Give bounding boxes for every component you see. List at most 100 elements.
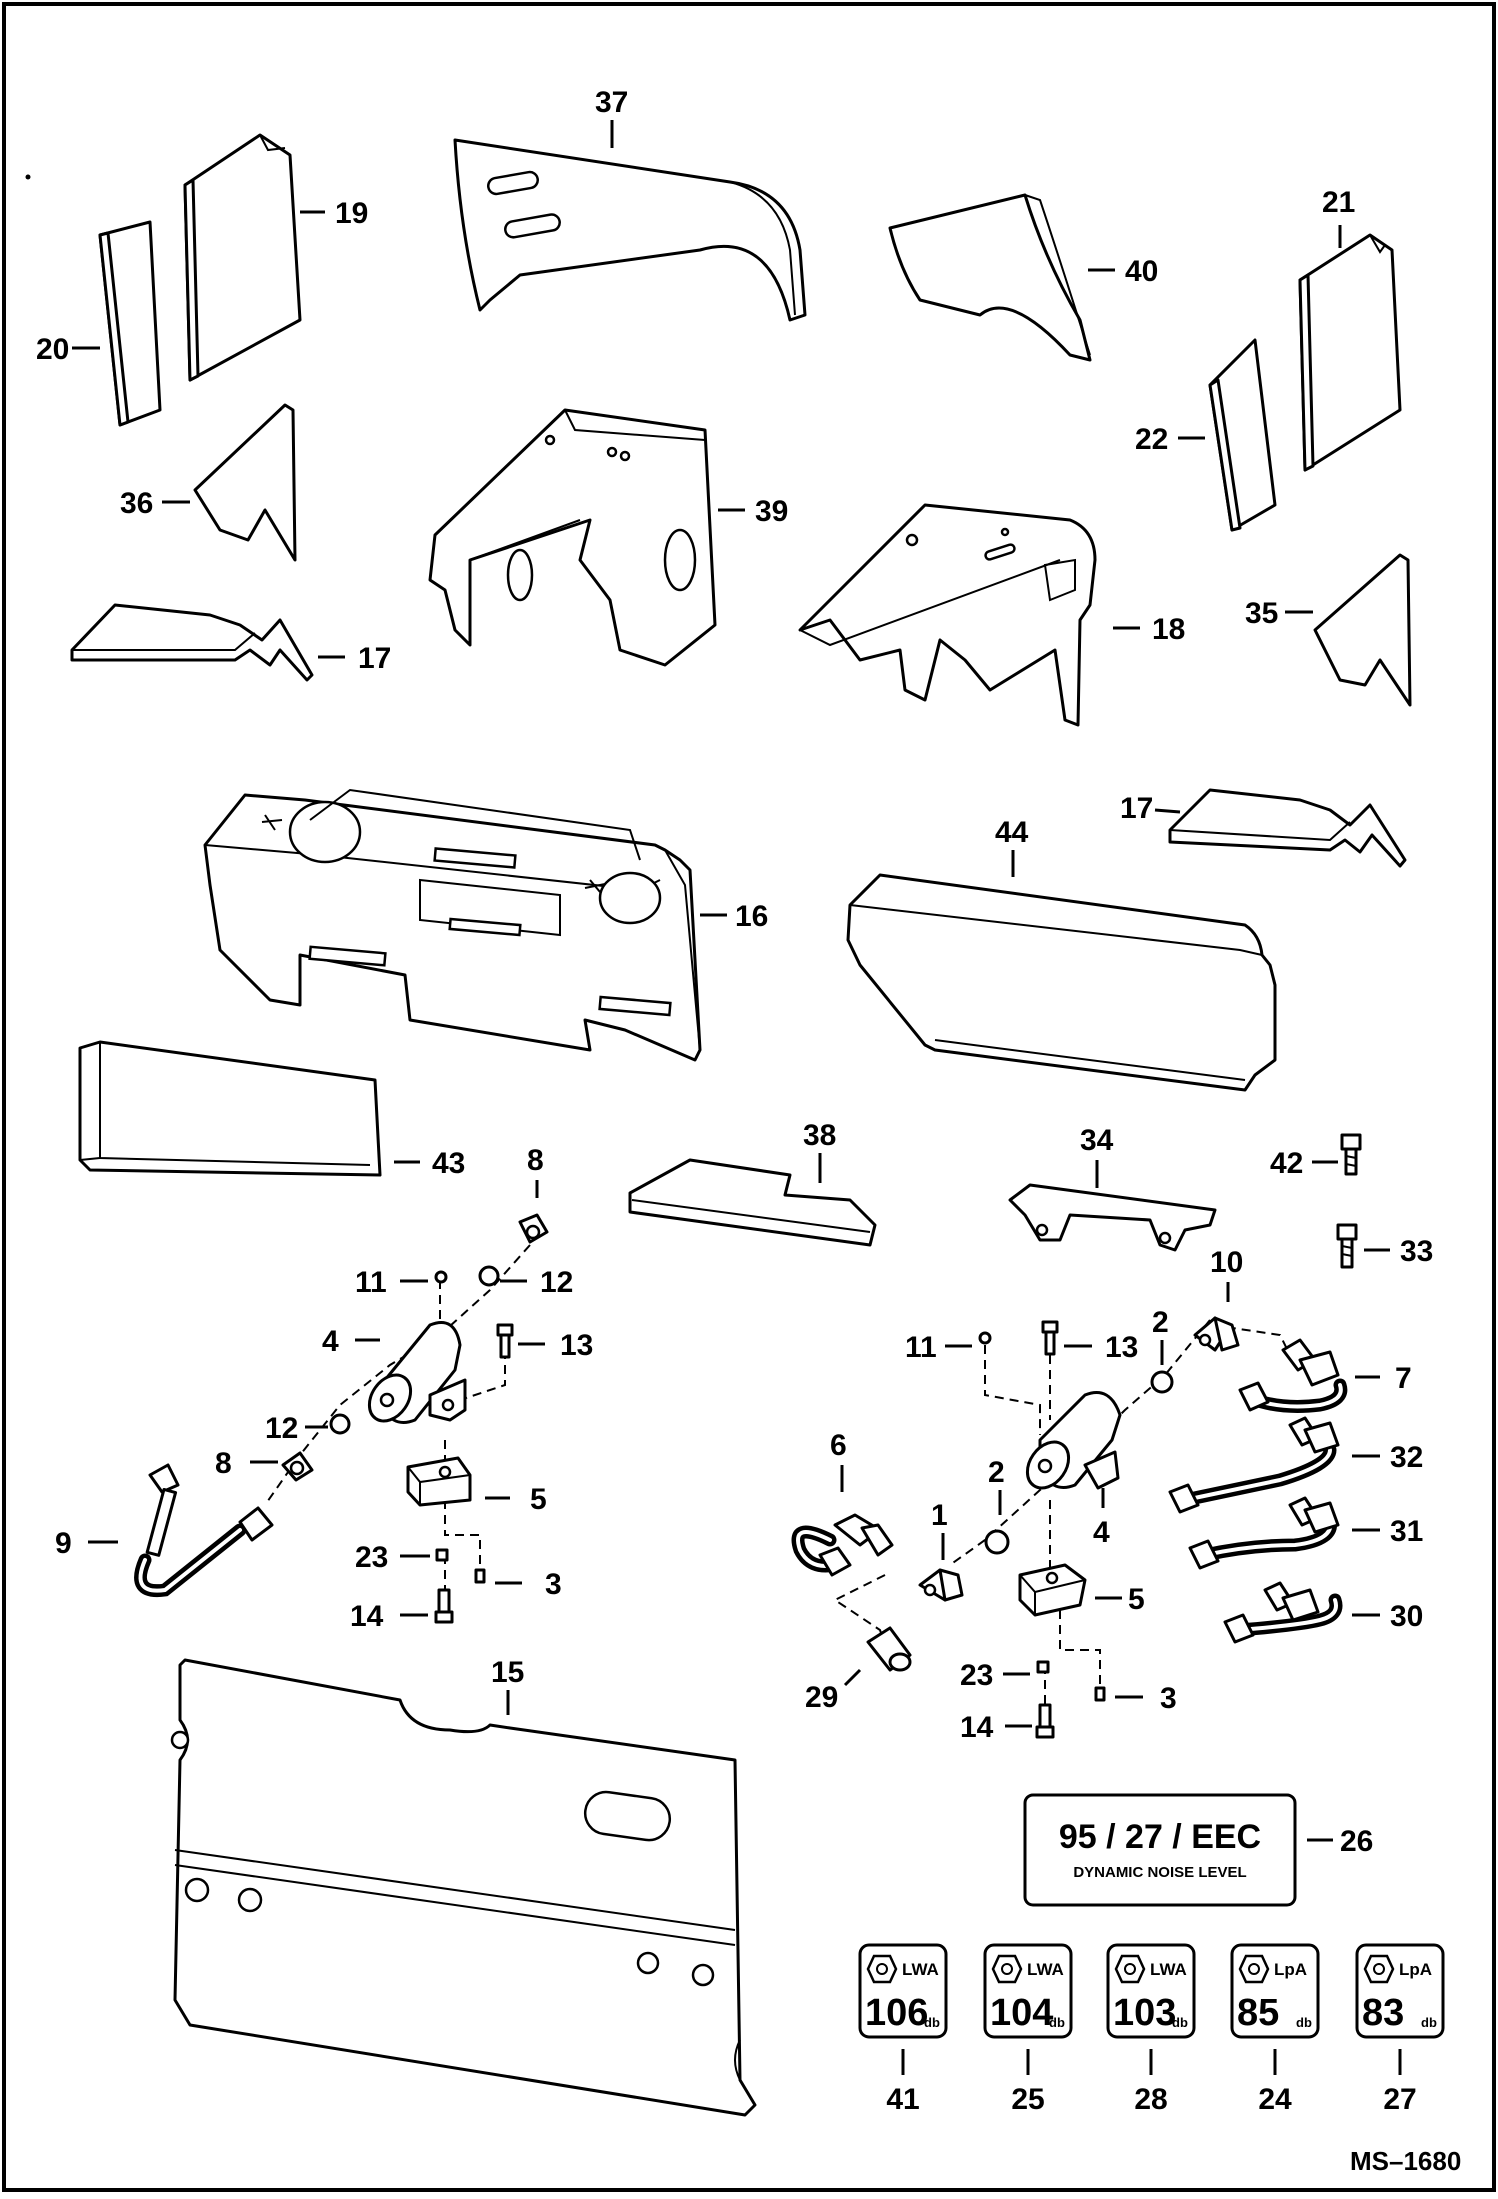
- callout-2-upper: 2: [1152, 1306, 1169, 1339]
- callout-17-left: 17: [358, 642, 391, 675]
- callout-16: 16: [735, 900, 768, 933]
- callout-17-right: 17: [1120, 792, 1153, 825]
- part-7-hose: [1238, 1338, 1348, 1413]
- noise-decal-label: LWA: [902, 1960, 939, 1979]
- callout-2-lower: 2: [988, 1456, 1005, 1489]
- noise-decal-callout: 41: [886, 2083, 919, 2116]
- callout-31: 31: [1390, 1515, 1423, 1548]
- callout-18: 18: [1152, 613, 1185, 646]
- callout-20: 20: [36, 333, 69, 366]
- callout-35: 35: [1245, 597, 1278, 630]
- callout-7: 7: [1395, 1362, 1412, 1395]
- noise-decal-value: 83: [1362, 1992, 1404, 2034]
- part-12-o-ring-lower: [329, 1413, 351, 1435]
- part-2-o-ring-upper: [1150, 1370, 1174, 1394]
- part-14-bolt: [1035, 1703, 1055, 1739]
- part-33-bolt: [1336, 1223, 1358, 1269]
- part-15-rear-panel: [170, 1658, 757, 2117]
- part-16-firewall-panel: [203, 788, 702, 1062]
- callout-23-left: 23: [355, 1541, 388, 1574]
- noise-decal-callout: 24: [1258, 2083, 1292, 2116]
- callout-11-right: 11: [905, 1331, 937, 1364]
- noise-decal-label: LWA: [1027, 1960, 1064, 1979]
- part-34-mounting-bracket: [1008, 1183, 1217, 1252]
- noise-decal-label: LpA: [1274, 1960, 1307, 1979]
- callout-33: 33: [1400, 1235, 1433, 1268]
- right-valve-assembly: [791, 1316, 1348, 1739]
- part-40-fender-foam: [888, 193, 1092, 362]
- callout-13-right: 13: [1105, 1331, 1138, 1364]
- noise-decal-unit: db: [1296, 2015, 1312, 2030]
- callout-26: 26: [1340, 1825, 1373, 1858]
- noise-decal-callout: 28: [1134, 2083, 1167, 2116]
- part-21-foam-panel: [1298, 233, 1402, 472]
- part-20-foam-strip: [98, 220, 162, 427]
- callout-4-left: 4: [322, 1325, 339, 1358]
- part-4-valve-body: [1025, 1391, 1122, 1490]
- callout-38: 38: [803, 1119, 836, 1152]
- part-11-plug: [434, 1270, 448, 1284]
- callout-23-right: 23: [960, 1659, 993, 1692]
- callout-3-left: 3: [545, 1568, 562, 1601]
- part-14-bolt: [434, 1588, 454, 1624]
- part-10-elbow-fitting: [1193, 1316, 1240, 1352]
- part-22-foam-strip: [1208, 338, 1277, 532]
- callout-44: 44: [995, 816, 1029, 849]
- decal-26-line2: DYNAMIC NOISE LEVEL: [1073, 1864, 1246, 1881]
- callout-13-left: 13: [560, 1329, 593, 1362]
- noise-decal-unit: db: [924, 2015, 940, 2030]
- callout-12-upper: 12: [540, 1266, 573, 1299]
- part-30-hose: [1223, 1581, 1343, 1644]
- part-18-seat-pan-cover: [798, 503, 1097, 727]
- callout-10: 10: [1210, 1246, 1243, 1279]
- part-1-elbow-fitting: [918, 1568, 964, 1602]
- part-5-mount-block: [1018, 1563, 1087, 1617]
- part-17-foam-angle-left: [70, 603, 314, 682]
- decal-26-line1: 95 / 27 / EEC: [1059, 1818, 1261, 1856]
- noise-decal-value: 104: [990, 1992, 1053, 2034]
- part-9-hose: [134, 1463, 274, 1598]
- part-32-hose: [1168, 1416, 1340, 1514]
- callout-39: 39: [755, 495, 788, 528]
- stray-dot: [25, 174, 31, 180]
- callout-29: 29: [805, 1681, 838, 1714]
- left-valve-assembly: [134, 1213, 549, 1624]
- part-36-foam-wedge: [193, 403, 297, 562]
- part-29-cap: [866, 1626, 912, 1672]
- part-4-valve-body: [367, 1321, 467, 1424]
- callout-32: 32: [1390, 1441, 1423, 1474]
- callout-15: 15: [491, 1656, 524, 1689]
- callout-42: 42: [1270, 1147, 1303, 1180]
- part-3-nut: [1094, 1686, 1106, 1702]
- callout-5-left: 5: [530, 1483, 547, 1516]
- part-5-mount-block: [406, 1456, 472, 1507]
- noise-decal-unit: db: [1172, 2015, 1188, 2030]
- part-39-seat-pan-cover: [428, 408, 717, 667]
- noise-decal-callout: 27: [1383, 2083, 1416, 2116]
- part-31-hose: [1188, 1496, 1340, 1570]
- callout-3-right: 3: [1160, 1682, 1177, 1715]
- part-44-foam-block: [846, 873, 1277, 1092]
- callout-37: 37: [595, 86, 628, 119]
- callout-19: 19: [335, 197, 368, 230]
- callout-22: 22: [1135, 423, 1168, 456]
- part-37-fender-panel: [453, 138, 807, 322]
- part-3-nut: [474, 1568, 486, 1584]
- callout-34: 34: [1080, 1124, 1114, 1157]
- callout-8-upper: 8: [527, 1144, 544, 1177]
- noise-decal-callout: 25: [1011, 2083, 1044, 2116]
- callout-5-right: 5: [1128, 1583, 1145, 1616]
- drawing-number: MS–1680: [1350, 2146, 1461, 2176]
- part-19-foam-panel: [183, 133, 302, 382]
- noise-decal-value: 103: [1113, 1992, 1176, 2034]
- part-13-bolt: [496, 1323, 514, 1359]
- callout-12-lower: 12: [265, 1412, 298, 1445]
- callout-8-lower: 8: [215, 1447, 232, 1480]
- callout-9: 9: [55, 1527, 72, 1560]
- noise-decal-unit: db: [1049, 2015, 1065, 2030]
